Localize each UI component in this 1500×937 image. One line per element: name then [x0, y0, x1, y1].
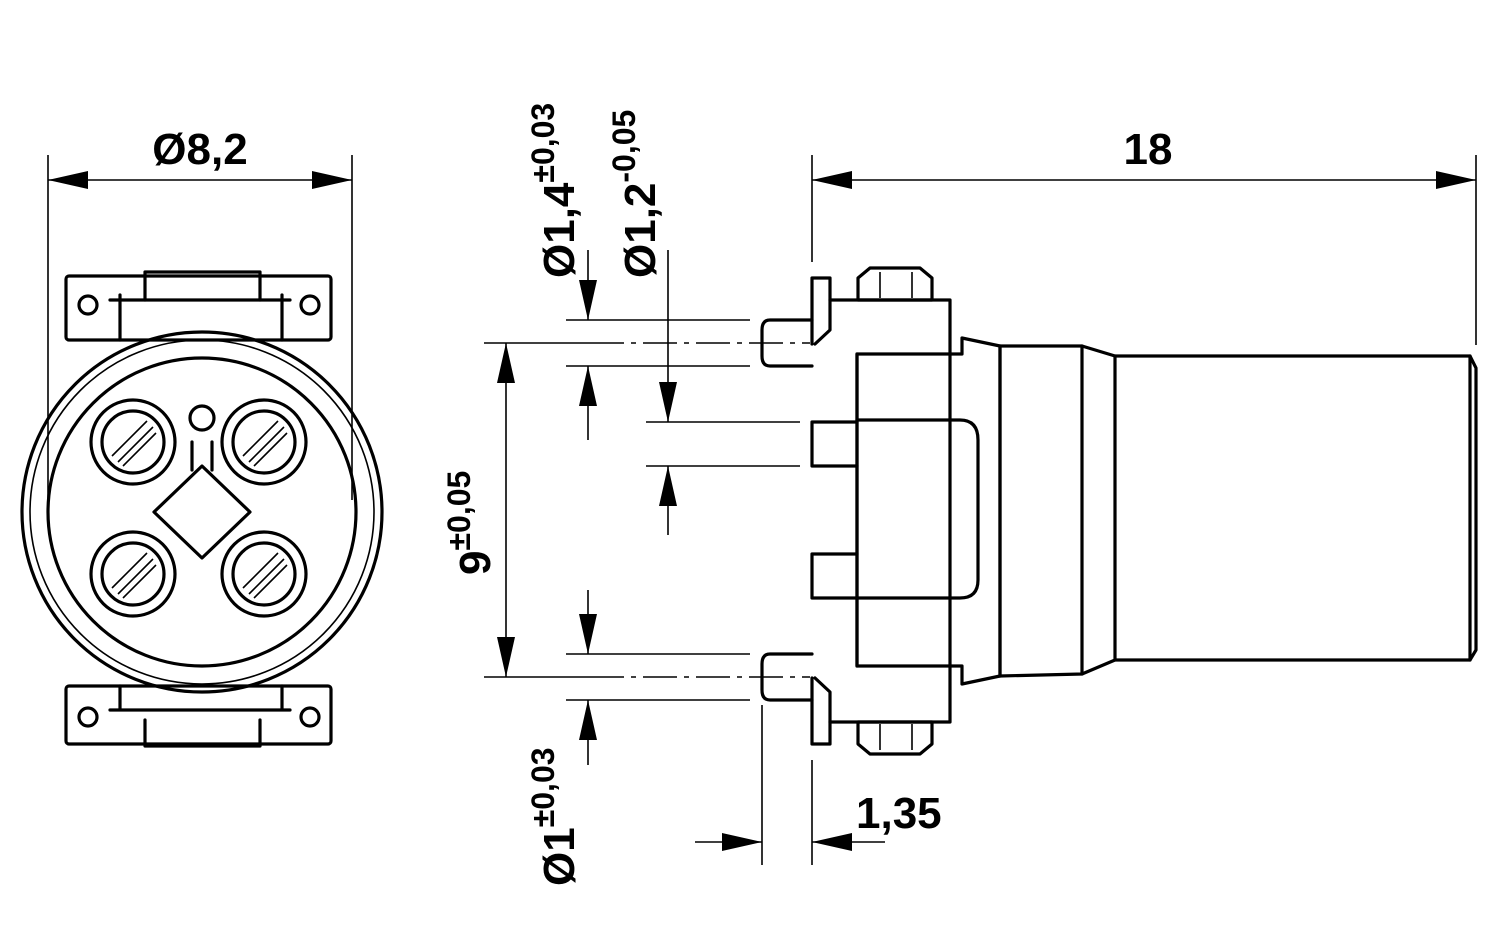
hole-small-value: Ø1: [535, 827, 584, 886]
svg-text:Ø1,2-0,05: Ø1,2-0,05: [606, 110, 665, 278]
pin-spacing-value: 9: [451, 551, 500, 575]
dimension-pin-spacing: 9±0,05: [441, 343, 515, 677]
hole-large-value: Ø1,4: [535, 182, 584, 278]
front-view: [20, 270, 384, 748]
dimension-hole-small: Ø1±0,03: [525, 590, 597, 886]
screw-bottom-right: [220, 530, 308, 618]
dimension-hole-medium: Ø1,2-0,05: [606, 110, 677, 535]
svg-text:Ø1,4±0,03: Ø1,4±0,03: [525, 103, 584, 278]
svg-text:9±0,05: 9±0,05: [441, 471, 500, 575]
screw-bottom-left: [89, 530, 177, 618]
dimension-diameter-outer: Ø8,2: [47, 125, 353, 500]
svg-text:Ø1±0,03: Ø1±0,03: [525, 747, 584, 886]
pin-spacing-tol: ±0,05: [441, 471, 477, 551]
hole-medium-tol: -0,05: [606, 110, 642, 183]
extension-lines: [484, 319, 810, 701]
hole-medium-value: Ø1,2: [616, 183, 665, 278]
hole-large-tol: ±0,03: [525, 103, 561, 183]
length-label: 18: [1124, 125, 1173, 174]
screw-top-right: [220, 398, 308, 486]
diameter-outer-label: Ø8,2: [152, 125, 247, 174]
dimension-pin-offset: 1,35: [695, 705, 942, 865]
screw-top-left: [89, 398, 177, 486]
dimension-length: 18: [811, 125, 1477, 345]
dimension-hole-large: Ø1,4±0,03: [525, 103, 597, 440]
pin-offset-label: 1,35: [856, 789, 942, 838]
side-view: [760, 266, 1478, 756]
hole-small-tol: ±0,03: [525, 747, 561, 827]
